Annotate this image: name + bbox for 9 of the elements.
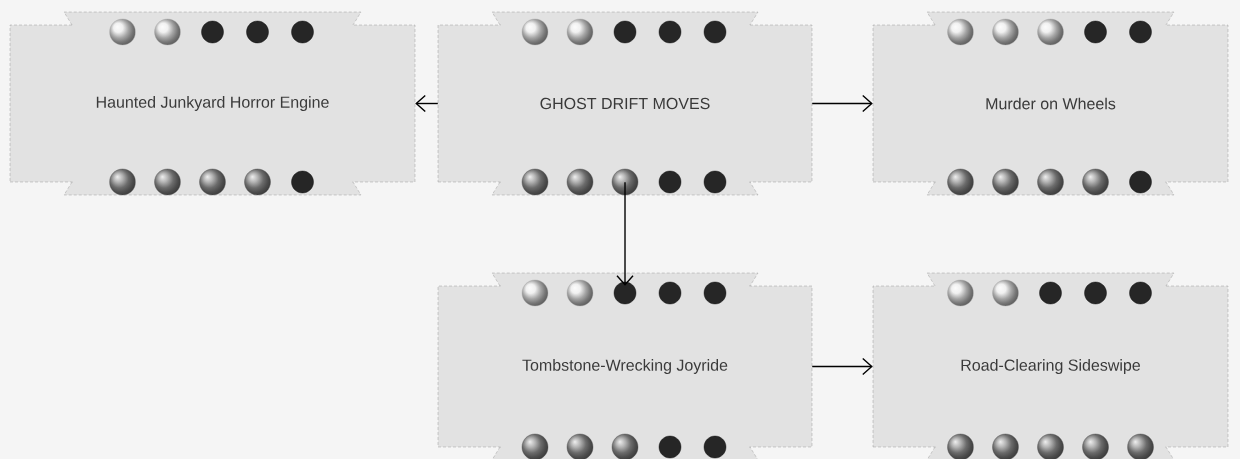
move-card: Road-Clearing Sideswipe: [872, 272, 1229, 459]
arrow: [811, 357, 873, 376]
arrow: [415, 94, 439, 113]
arrow: [616, 181, 634, 286]
move-card: GHOST DRIFT MOVES: [437, 11, 813, 196]
arrow: [811, 94, 873, 113]
move-card: Haunted Junkyard Horror Engine: [9, 11, 416, 196]
move-card: Tombstone-Wrecking Joyride: [437, 272, 813, 459]
move-card: Murder on Wheels: [872, 11, 1229, 196]
